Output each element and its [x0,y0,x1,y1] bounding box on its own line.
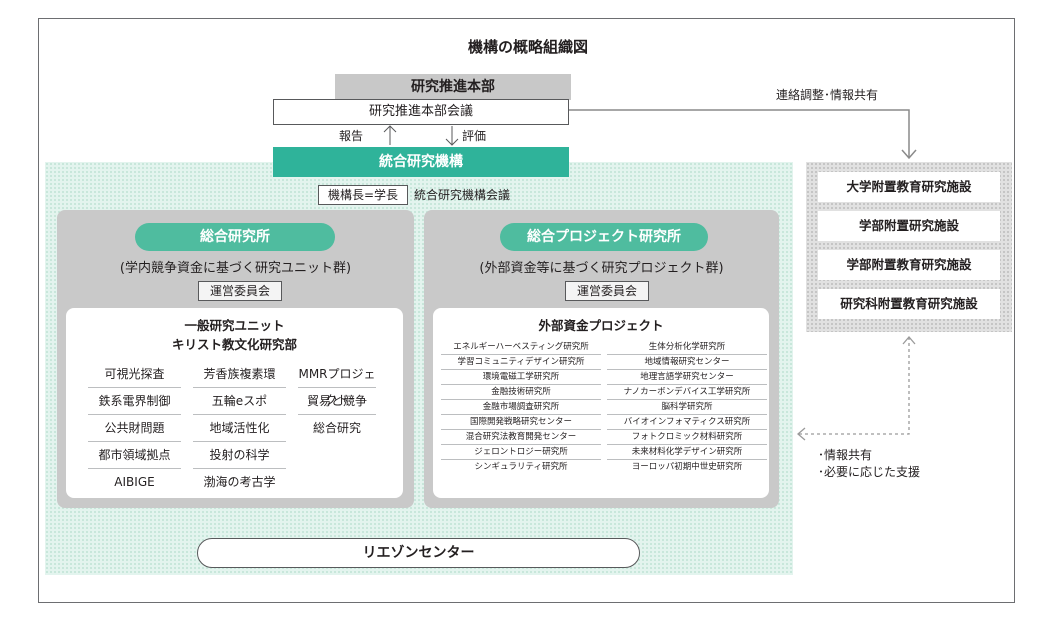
unit-item: 可視光探査 [88,361,181,388]
evaluation-arrowhead [445,138,459,146]
project-committee: 運営委員会 [565,281,649,301]
sogo-committee: 運営委員会 [198,281,282,301]
project-box: 外部資金プロジェクト エネルギーハーベスティング研究所 生体分析化学研究所 学習… [433,308,769,498]
support-arrowhead-up [902,336,916,345]
project-heading: 外部資金プロジェクト [538,318,664,333]
project-subtitle: (外部資金等に基づく研究プロジェクト群) [479,261,724,276]
project-item: 未来材料化学デザイン研究所 [607,445,767,460]
units-grid: 可視光探査 芳香族複素環 MMRプロジェクト 鉄系電界制御 五輪eスポ 貿易と競… [82,361,403,496]
unit-item: 投射の科学 [193,442,286,469]
project-item: 脳科学研究所 [607,400,767,415]
unit-item: 地域活性化 [193,415,286,442]
support-line-1: ･情報共有 [818,448,873,462]
project-item: シンギュラリティ研究所 [474,462,568,472]
unit-item: 五輪eスポ [193,388,286,415]
evaluation-label: 評価 [462,129,487,143]
sogo-subtitle: (学内競争資金に基づく研究ユニット群) [119,261,352,276]
project-item: 環境電磁工学研究所 [441,370,601,385]
hq-head: 研究推進本部 [335,74,571,100]
project-grid: エネルギーハーベスティング研究所 生体分析化学研究所 学習コミュニティデザイン研… [441,340,769,490]
project-item: エネルギーハーベスティング研究所 [441,340,601,355]
support-arrowhead-left [797,427,806,441]
unit-item: 芳香族複素環 [193,361,286,388]
unit-item: 貿易と競争 [298,388,376,415]
project-item: フォトクロミック材料研究所 [607,430,767,445]
report-arrowhead [383,125,397,133]
project-item: 金融技術研究所 [441,385,601,400]
diagram-title: 機構の概略組織図 [467,38,588,56]
project-item: 学習コミュニティデザイン研究所 [441,355,601,370]
unit-item: 鉄系電界制御 [88,388,181,415]
project-item: 国際開発戦略研究センター [441,415,601,430]
project-title: 総合プロジェクト研究所 [500,223,708,251]
unit-item: 都市領域拠点 [88,442,181,469]
coordination-label: 連絡調整･情報共有 [776,88,879,102]
project-item: 地理言語学研究センター [607,370,767,385]
hq-meeting: 研究推進本部会議 [273,99,569,125]
coordination-connector [569,109,910,158]
liaison-center: リエゾンセンター [197,538,640,568]
sogo-units-box: 一般研究ユニット キリスト教文化研究部 可視光探査 芳香族複素環 MMRプロジェ… [66,308,403,498]
coordination-arrowhead [901,149,917,160]
report-label: 報告 [339,129,364,143]
support-line-2: ･必要に応じた支援 [818,465,921,479]
sogo-title: 総合研究所 [135,223,335,251]
project-item: ナノカーボンデバイス工学研究所 [607,385,767,400]
unit-item: AIBIGE [114,475,155,489]
units-heading-1: 一般研究ユニット [184,318,285,333]
facility-item: 学部附置教育研究施設 [818,250,1000,280]
project-item: 地域情報研究センター [607,355,767,370]
project-item: 金融市場調査研究所 [441,400,601,415]
project-item: ヨーロッパ初期中世史研究所 [631,462,743,472]
project-item: ジェロントロジー研究所 [441,445,601,460]
unit-item: 総合研究 [312,421,361,435]
project-item: 生体分析化学研究所 [607,340,767,355]
unit-item: MMRプロジェクト [298,361,376,407]
facility-item: 研究科附置教育研究施設 [818,289,1000,319]
unit-item: 渤海の考古学 [203,475,276,489]
facility-item: 学部附置研究施設 [818,211,1000,241]
outer-frame [38,18,1015,603]
organization-name: 統合研究機構 [273,147,569,177]
project-item: 混合研究法教育開発センター [441,430,601,445]
facility-item: 大学附置教育研究施設 [818,172,1000,202]
council-label: 統合研究機構会議 [414,188,511,202]
support-connector [798,337,910,435]
project-item: バイオインフォマティクス研究所 [607,415,767,430]
chair-label: 機構長=学長 [318,185,408,205]
unit-item: 公共財問題 [88,415,181,442]
units-heading-2: キリスト教文化研究部 [171,337,297,352]
